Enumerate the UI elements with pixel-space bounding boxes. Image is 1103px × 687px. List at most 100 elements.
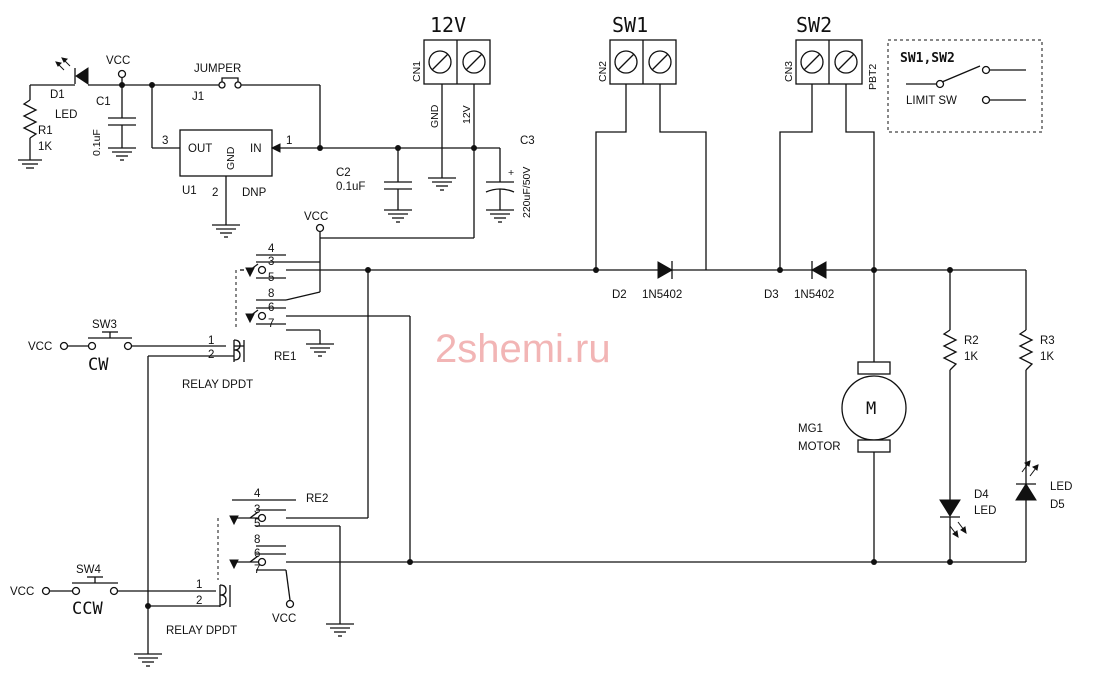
d1-type: LED	[55, 109, 77, 121]
d5-label: D5	[1050, 499, 1065, 511]
u1-dnp: DNP	[242, 187, 267, 199]
c1-value: 0.1uF	[91, 129, 103, 156]
re1-pin6: 6	[268, 302, 274, 314]
jumper-label: JUMPER	[194, 63, 241, 75]
re1-pin8: 8	[268, 288, 274, 300]
ground-symbol	[384, 209, 412, 223]
ground-symbol	[134, 653, 162, 667]
cn2-title: SW1	[612, 13, 648, 37]
cn1-12v: 12V	[461, 105, 473, 124]
d2-value: 1N5402	[642, 289, 682, 301]
cn2-label: CN2	[597, 61, 609, 82]
re1-pin4: 4	[268, 243, 275, 255]
d5-type: LED	[1050, 481, 1072, 493]
cn3-label: CN3	[783, 61, 795, 82]
re2-pin6: 6	[254, 548, 260, 560]
relay2-type: RELAY DPDT	[166, 625, 237, 637]
sw3-cw: CW	[88, 355, 109, 375]
c3-plus: +	[508, 167, 514, 179]
c3-value: 220uF/50V	[521, 167, 533, 218]
resistor-r3	[1018, 329, 1034, 371]
d3-label: D3	[764, 289, 779, 301]
u1-in: IN	[250, 143, 262, 155]
c2-label: C2	[336, 167, 351, 179]
r1-label: R1	[38, 125, 53, 137]
jumper-j1	[214, 77, 244, 89]
motor-label: MOTOR	[798, 441, 841, 453]
re1-pin5: 5	[268, 272, 274, 284]
resistor-r2	[942, 329, 958, 371]
re2-coil-pin1: 1	[196, 579, 202, 591]
u1-label: U1	[182, 185, 197, 197]
vcc-sw3-label: VCC	[28, 341, 52, 353]
d2-label: D2	[612, 289, 627, 301]
re2-label: RE2	[306, 493, 328, 505]
u1-gnd: GND	[225, 146, 237, 170]
watermark: 2shemi.ru	[435, 327, 611, 371]
u1-pin3: 3	[162, 135, 168, 147]
re2-pin8: 8	[254, 534, 260, 546]
legend-title: SW1,SW2	[900, 51, 955, 66]
pbt2-label: PBT2	[867, 64, 879, 90]
ground-symbol	[108, 147, 136, 161]
c1-label: C1	[96, 96, 111, 108]
relay-re2-coil	[219, 584, 231, 607]
j1-label: J1	[192, 91, 204, 103]
diode-d2	[657, 261, 674, 279]
sw3-label: SW3	[92, 319, 117, 331]
re1-coil-pin2: 2	[208, 349, 214, 361]
d4-label: D4	[974, 489, 989, 501]
re1-coil-pin1: 1	[208, 335, 214, 347]
ground-symbol	[486, 209, 514, 223]
r2-label: R2	[964, 335, 979, 347]
re2-pin5: 5	[254, 518, 260, 530]
re1-pin7: 7	[268, 318, 274, 330]
vcc-top-label: VCC	[106, 55, 130, 67]
c3-label: C3	[520, 135, 535, 147]
vcc-sw4-label: VCC	[10, 586, 34, 598]
ground-symbol	[212, 224, 240, 238]
relay-re2-contacts	[217, 499, 340, 580]
pushbutton-sw3	[87, 331, 133, 351]
vcc-re1-label: VCC	[304, 211, 328, 223]
re1-label: RE1	[274, 351, 296, 363]
relay-re1-contacts	[235, 254, 320, 330]
r3-label: R3	[1040, 335, 1055, 347]
led-d4	[939, 499, 967, 538]
vcc-re2-label: VCC	[272, 613, 296, 625]
r2-value: 1K	[964, 351, 978, 363]
ground-symbol	[428, 177, 456, 191]
mg1-label: MG1	[798, 423, 823, 435]
vcc-terminal	[117, 69, 127, 79]
ground-symbol	[326, 623, 354, 637]
r1-value: 1K	[38, 141, 52, 153]
ground-symbol	[306, 343, 334, 357]
ground-symbol	[18, 159, 42, 169]
r3-value: 1K	[1040, 351, 1054, 363]
d1-label: D1	[50, 89, 65, 101]
re2-pin4: 4	[254, 488, 261, 500]
u1-pin2: 2	[212, 187, 218, 199]
d4-type: LED	[974, 505, 996, 517]
motor-symbol: M	[866, 399, 876, 419]
relay-re1-coil	[233, 339, 245, 362]
pushbutton-sw4	[71, 576, 119, 596]
re2-pin7: 7	[254, 564, 260, 576]
d3-value: 1N5402	[794, 289, 834, 301]
led-d5	[1015, 460, 1039, 501]
u1-out: OUT	[188, 143, 212, 155]
sw4-label: SW4	[76, 564, 102, 576]
re1-pin3: 3	[268, 256, 274, 268]
relay1-type: RELAY DPDT	[182, 379, 253, 391]
diode-d3	[810, 261, 827, 279]
c2-value: 0.1uF	[336, 181, 365, 193]
cn1-gnd: GND	[429, 104, 441, 128]
resistor-r1	[22, 99, 38, 139]
cn3-title: SW2	[796, 13, 832, 37]
re2-coil-pin2: 2	[196, 595, 202, 607]
sw4-ccw: CCW	[72, 599, 103, 619]
cn1-title: 12V	[430, 13, 466, 37]
legend-subtitle: LIMIT SW	[906, 95, 957, 107]
cn1-label: CN1	[411, 61, 423, 82]
